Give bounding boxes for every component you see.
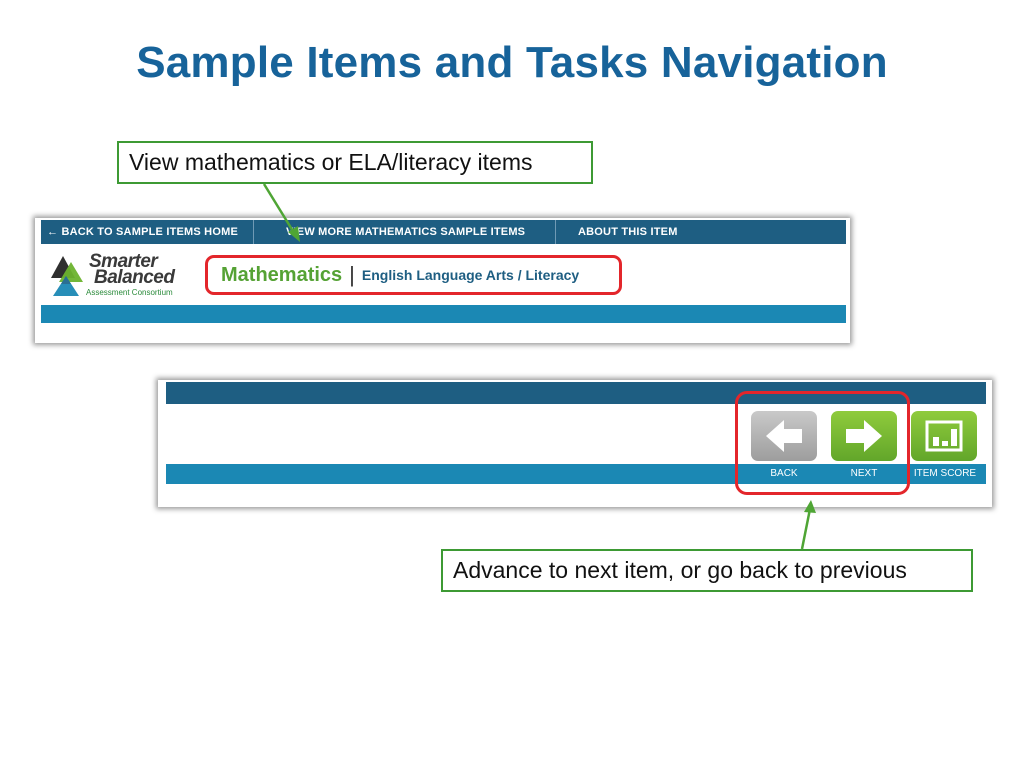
logo-text-consortium: Assessment Consortium: [86, 288, 173, 297]
nav-about-item-link[interactable]: ABOUT THIS ITEM: [578, 226, 678, 238]
callout-bottom-arrow-line: [800, 508, 812, 550]
bar-chart-icon: [925, 420, 963, 452]
arrow-left-icon: [766, 420, 802, 452]
next-button[interactable]: [831, 411, 897, 461]
slide-title: Sample Items and Tasks Navigation: [136, 38, 888, 87]
header-accent-bar: [41, 305, 846, 323]
logo-text-smarter: Smarter: [89, 251, 158, 272]
next-button-label: NEXT: [850, 468, 878, 479]
nav-accent-bar: [166, 464, 986, 484]
back-button[interactable]: [751, 411, 817, 461]
back-button-label: BACK: [770, 468, 798, 479]
arrow-right-icon: [846, 420, 882, 452]
item-score-button-label: ITEM SCORE: [913, 468, 977, 479]
subject-ela-link[interactable]: English Language Arts / Literacy: [361, 267, 580, 283]
logo-text-balanced: Balanced: [94, 267, 175, 288]
callout-advance-back: Advance to next item, or go back to prev…: [441, 549, 973, 592]
header-screenshot: ← BACK TO SAMPLE ITEMS HOME VIEW MORE MA…: [35, 218, 850, 343]
callout-advance-back-text: Advance to next item, or go back to prev…: [453, 557, 907, 583]
callout-view-subjects-text: View mathematics or ELA/literacy items: [129, 149, 533, 175]
triangle-logo-icon: [51, 256, 83, 296]
nav-back-to-home-link[interactable]: ← BACK TO SAMPLE ITEMS HOME: [41, 220, 254, 244]
nav-view-more-link[interactable]: VIEW MORE MATHEMATICS SAMPLE ITEMS: [254, 220, 556, 244]
top-nav-bar: ← BACK TO SAMPLE ITEMS HOME VIEW MORE MA…: [41, 220, 846, 244]
subject-mathematics-link[interactable]: Mathematics: [221, 263, 343, 286]
callout-view-subjects: View mathematics or ELA/literacy items: [117, 141, 593, 184]
item-score-button[interactable]: [911, 411, 977, 461]
navigation-screenshot: BACK NEXT ITEM SCORE: [158, 380, 992, 507]
subject-selector: Mathematics | English Language Arts / Li…: [205, 255, 622, 295]
smarter-balanced-logo: Smarter Balanced Assessment Consortium: [49, 252, 199, 300]
nav-top-bar: [166, 382, 986, 404]
back-next-highlight-box: [735, 391, 910, 495]
subject-separator: |: [349, 262, 355, 287]
